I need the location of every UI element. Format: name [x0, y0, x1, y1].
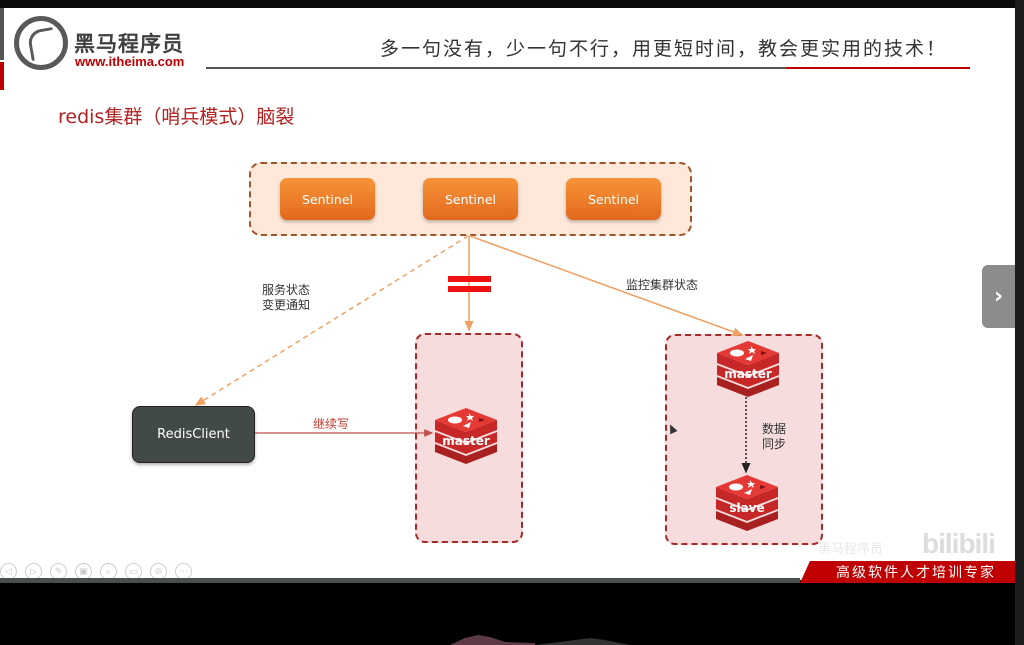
slogan-underline: [206, 67, 786, 69]
notify-label-line1: 服务状态: [262, 283, 311, 297]
notify-label-line2: 变更通知: [262, 298, 311, 312]
right-edge-strip: [1015, 0, 1024, 645]
footer-tagline-banner: 高级软件人才培训专家: [800, 561, 1015, 583]
pen-icon[interactable]: ✎: [50, 563, 67, 580]
left-master-label: master: [442, 434, 490, 448]
right-master-node: master: [715, 339, 781, 401]
right-master-label: master: [724, 367, 772, 381]
sentinel-node-1: Sentinel: [280, 178, 375, 220]
audio-waveform: [450, 635, 630, 645]
monitor-label: 监控集群状态: [626, 278, 699, 292]
chevron-right-icon: ›: [993, 284, 1004, 309]
slide-bottom-bar: [0, 578, 800, 583]
right-slave-node: slave: [714, 473, 780, 535]
footer-brand-watermark: 黑马程序员: [818, 542, 884, 557]
slide-left-accent-red: [0, 62, 4, 90]
next-slide-button[interactable]: ›: [982, 265, 1015, 328]
slogan: 多一句没有，少一句不行，用更短时间，教会更实用的技术！: [380, 38, 948, 60]
footer-tagline: 高级软件人才培训专家: [836, 565, 996, 581]
slideshow-toolbar: ◁ ▷ ✎ ▣ ⌕ ▭ ⊘ ⋯: [0, 563, 192, 581]
sentinel-node-2: Sentinel: [423, 178, 518, 220]
right-slave-label: slave: [729, 501, 765, 515]
redis-logo-icon: [435, 408, 497, 464]
sync-label-line1: 数据: [762, 422, 787, 436]
left-master-node: master: [433, 406, 499, 468]
bilibili-watermark: bilibili: [922, 528, 996, 559]
redis-client-node: RedisClient: [132, 406, 255, 463]
sync-label-line2: 同步: [762, 437, 787, 451]
slide-left-accent-gray: [0, 8, 4, 60]
brand-url: www.itheima.com: [75, 54, 185, 69]
redis-logo-icon: [716, 475, 778, 531]
continue-write-label: 继续写: [313, 417, 350, 431]
sentinel-node-3: Sentinel: [566, 178, 661, 220]
slogan-underline-accent: [786, 67, 970, 69]
page-title: redis集群（哨兵模式）脑裂: [58, 106, 295, 128]
window-top-bar: [0, 0, 1024, 8]
redis-logo-icon: [717, 341, 779, 397]
horse-logo-icon: [14, 16, 68, 70]
brand-name: 黑马程序员: [74, 32, 184, 56]
